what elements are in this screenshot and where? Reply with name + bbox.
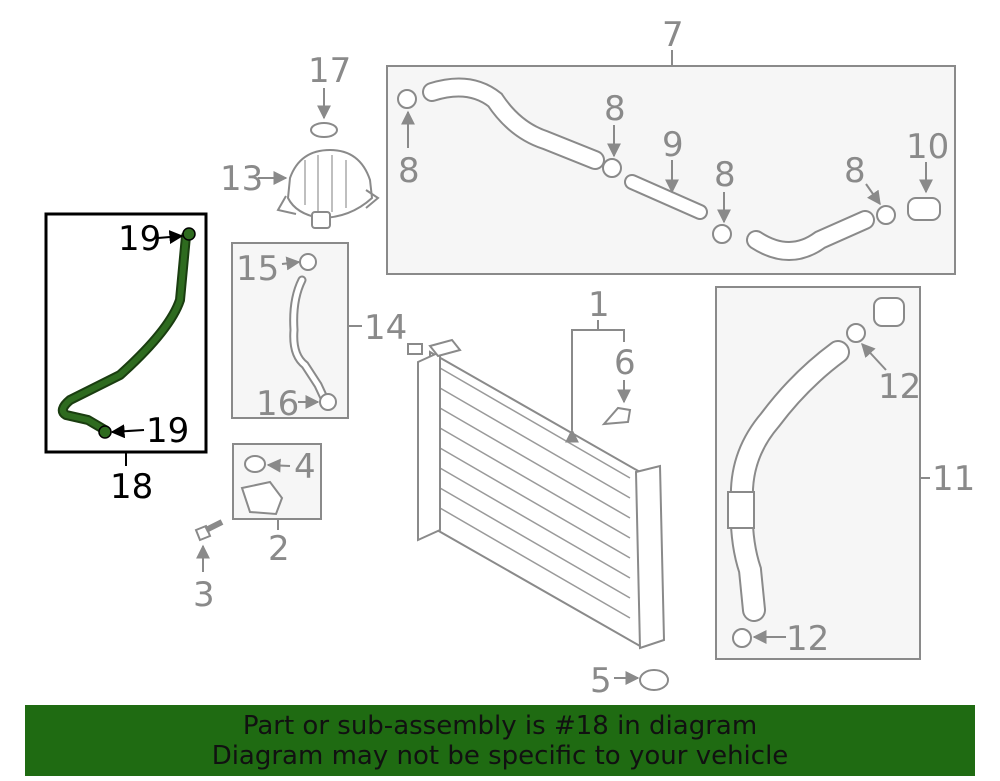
part-18-group[interactable]: 19 19 18 [44,212,208,507]
clamp-8-b[interactable] [602,158,622,178]
callout-14: 14 [364,308,407,348]
parts-diagram: 19 19 18 17 13 15 16 14 4 2 [44,15,975,700]
callout-16: 16 [256,384,299,424]
clamp-12-top[interactable] [846,323,866,343]
callout-8-a: 8 [398,151,420,191]
hose-clamp-19-top[interactable] [182,227,196,241]
bracket-6[interactable] [601,406,632,426]
callout-13: 13 [220,159,263,199]
info-banner: Part or sub-assembly is #18 in diagram D… [25,705,975,776]
callout-15: 15 [236,249,279,289]
callout-19-bottom: 19 [146,411,189,451]
callout-3: 3 [193,575,215,615]
callout-10: 10 [906,127,949,167]
callout-5: 5 [590,661,612,700]
coolant-reservoir-13[interactable] [286,148,374,220]
callout-8-b: 8 [604,89,626,129]
callout-18: 18 [110,467,153,507]
callout-19-top: 19 [118,219,161,259]
clamp-8-a[interactable] [397,89,417,109]
part-7-group[interactable]: 7 8 8 9 8 8 10 [386,15,956,275]
callout-8-d: 8 [844,151,866,191]
callout-12-top: 12 [878,367,921,407]
callout-12-bottom: 12 [786,619,829,659]
callout-8-c: 8 [714,155,736,195]
clamp-8-d[interactable] [876,205,896,225]
clamp-12-bottom[interactable] [732,628,752,648]
hose-clamp-19-bottom[interactable] [98,425,112,439]
clamp-15[interactable] [299,253,317,271]
clamp-8-c[interactable] [712,224,732,244]
callout-7: 7 [662,15,684,55]
callout-9: 9 [662,125,684,165]
bracket-2[interactable] [240,480,284,516]
callout-6: 6 [614,343,636,383]
banner-line-1: Part or sub-assembly is #18 in diagram [242,710,758,741]
callout-17: 17 [308,51,351,91]
insulator-4[interactable] [244,455,266,473]
banner-line-2: Diagram may not be specific to your vehi… [211,740,789,771]
part-14-group[interactable]: 15 16 14 [231,242,407,424]
callout-11: 11 [932,459,975,499]
fitting-10[interactable] [907,197,941,221]
reservoir-cap-17[interactable] [310,122,338,138]
part-11-group[interactable]: 12 12 11 [715,286,975,660]
radiator-1[interactable] [407,338,666,650]
callout-2: 2 [268,529,290,569]
bolt-3[interactable] [194,519,224,542]
fitting-11[interactable] [873,297,905,327]
clamp-16[interactable] [319,393,337,411]
part-2-group[interactable]: 4 2 [232,443,322,569]
grommet-5[interactable] [639,669,669,691]
callout-1: 1 [588,285,610,325]
reservoir-assembly[interactable] [276,122,380,229]
callout-4: 4 [294,447,316,487]
